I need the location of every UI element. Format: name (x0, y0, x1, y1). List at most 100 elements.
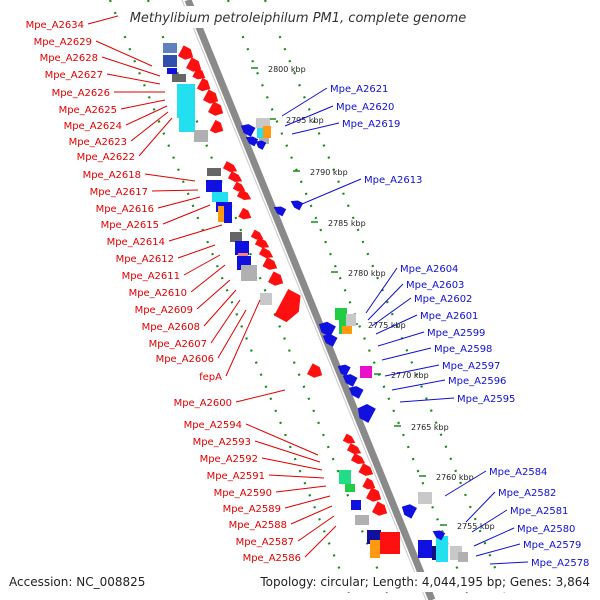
left-leader-line (101, 56, 161, 77)
gene-feature-box (339, 470, 351, 484)
right-gene-label: Mpe_A2619 (342, 119, 400, 130)
gene-arrow-forward (307, 363, 323, 378)
gene-arrow-reverse (290, 200, 304, 211)
right-gene-label: Mpe_A2621 (330, 84, 388, 95)
right-gene-label: Mpe_A2580 (517, 524, 575, 535)
gene-arrow-forward (362, 477, 376, 490)
genome-backbone (184, 0, 436, 600)
right-leader-line (489, 561, 529, 565)
right-gene-label: Mpe_A2581 (510, 506, 568, 517)
gene-feature-box (345, 484, 355, 492)
right-gene-label: Mpe_A2597 (442, 361, 500, 372)
gene-arrow-reverse (401, 504, 417, 519)
right-leader-line (367, 283, 404, 321)
gene-arrow-forward (268, 271, 284, 286)
left-gene-label: Mpe_A2586 (243, 553, 301, 564)
gene-arrow-forward (250, 229, 264, 240)
left-gene-label: Mpe_A2610 (129, 288, 187, 299)
gene-feature-box (230, 232, 242, 242)
right-leader-line (391, 379, 446, 391)
gene-arrow-forward (274, 289, 301, 323)
gene-feature-box (167, 68, 177, 74)
gene-feature-box (355, 515, 369, 525)
gene-arrow-reverse (245, 136, 259, 147)
left-gene-label: Mpe_A2594 (184, 420, 242, 431)
right-leader-line (473, 527, 515, 547)
right-leader-line (365, 267, 398, 314)
gene-feature-box (177, 84, 195, 118)
left-gene-label: Mpe_A2612 (116, 254, 174, 265)
gene-feature-box (260, 293, 272, 305)
right-leader-line (375, 314, 418, 335)
gene-arrow-forward (238, 207, 252, 220)
left-leader-line (284, 495, 331, 509)
labels-layer: Mpe_A2634Mpe_A2629Mpe_A2628Mpe_A2627Mpe_… (26, 20, 590, 569)
left-leader-line (157, 196, 201, 209)
gene-feature-box (418, 540, 432, 558)
left-leader-line (210, 299, 241, 344)
left-gene-label: Mpe_A2609 (135, 305, 193, 316)
gene-feature-box (335, 308, 347, 320)
gene-arrow-forward (232, 181, 246, 192)
gene-arrow-forward (350, 453, 366, 465)
right-leader-line (475, 543, 521, 557)
left-gene-label: Mpe_A2618 (83, 170, 141, 181)
gene-feature-box (263, 126, 271, 138)
gene-arrow-forward (203, 89, 219, 104)
gene-arrow-reverse (240, 124, 256, 137)
left-gene-label: Mpe_A2614 (107, 237, 165, 248)
left-leader-line (268, 474, 325, 479)
gene-arrow-forward (346, 443, 362, 455)
gene-feature-box (256, 118, 270, 128)
gene-arrow-forward (358, 463, 374, 476)
gene-feature-box (179, 118, 195, 132)
gene-arrow-forward (342, 433, 356, 444)
right-leader-line (371, 297, 412, 327)
right-leader-line (444, 470, 487, 497)
left-leader-line (125, 105, 168, 126)
scale-tick-label: 2760 kbp (436, 473, 474, 482)
gene-feature-box (436, 536, 448, 562)
gene-arrow-forward (178, 45, 194, 60)
right-leader-line (301, 178, 362, 205)
left-gene-label: Mpe_A2593 (193, 437, 251, 448)
right-leader-line (291, 122, 340, 135)
right-gene-label: Mpe_A2584 (489, 467, 547, 478)
map-title: Methylibium petroleiphilum PM1, complete… (130, 11, 467, 26)
gene-feature-box (380, 532, 400, 554)
right-gene-label: Mpe_A2601 (420, 311, 478, 322)
left-leader-line (95, 40, 153, 67)
gene-arrow-forward (192, 67, 206, 80)
left-leader-line (151, 189, 199, 192)
right-gene-label: Mpe_A2613 (364, 175, 422, 186)
right-gene-label: Mpe_A2579 (523, 540, 581, 551)
right-leader-line (381, 347, 432, 361)
gene-feature-box (346, 314, 356, 326)
gene-arrow-forward (227, 171, 243, 183)
right-leader-line (281, 87, 328, 117)
left-gene-label: Mpe_A2634 (26, 20, 84, 31)
gene-arrow-forward (262, 257, 278, 270)
right-gene-label: Mpe_A2596 (448, 376, 506, 387)
left-leader-line (130, 111, 169, 142)
right-leader-line (399, 397, 455, 403)
accession-text: Accession: NC_008825 (9, 575, 145, 589)
left-leader-line (290, 505, 333, 525)
gene-arrow-forward (196, 77, 211, 92)
left-leader-line (168, 224, 223, 242)
gene-arrow-reverse (322, 334, 338, 347)
gene-feature-box (212, 192, 228, 202)
scale-tick-label: 2780 kbp (348, 269, 386, 278)
gene-arrow-reverse (357, 403, 376, 423)
right-gene-label: Mpe_A2599 (427, 328, 485, 339)
gene-arrow-reverse (337, 364, 351, 377)
gene-feature-box (351, 500, 361, 510)
left-gene-label: Mpe_A2591 (207, 471, 265, 482)
right-leader-line (384, 364, 440, 377)
left-leader-line (190, 264, 226, 293)
gene-arrow-forward (254, 237, 270, 249)
scale-tick-label: 2800 kbp (268, 65, 306, 74)
left-gene-label: Mpe_A2590 (214, 488, 272, 499)
